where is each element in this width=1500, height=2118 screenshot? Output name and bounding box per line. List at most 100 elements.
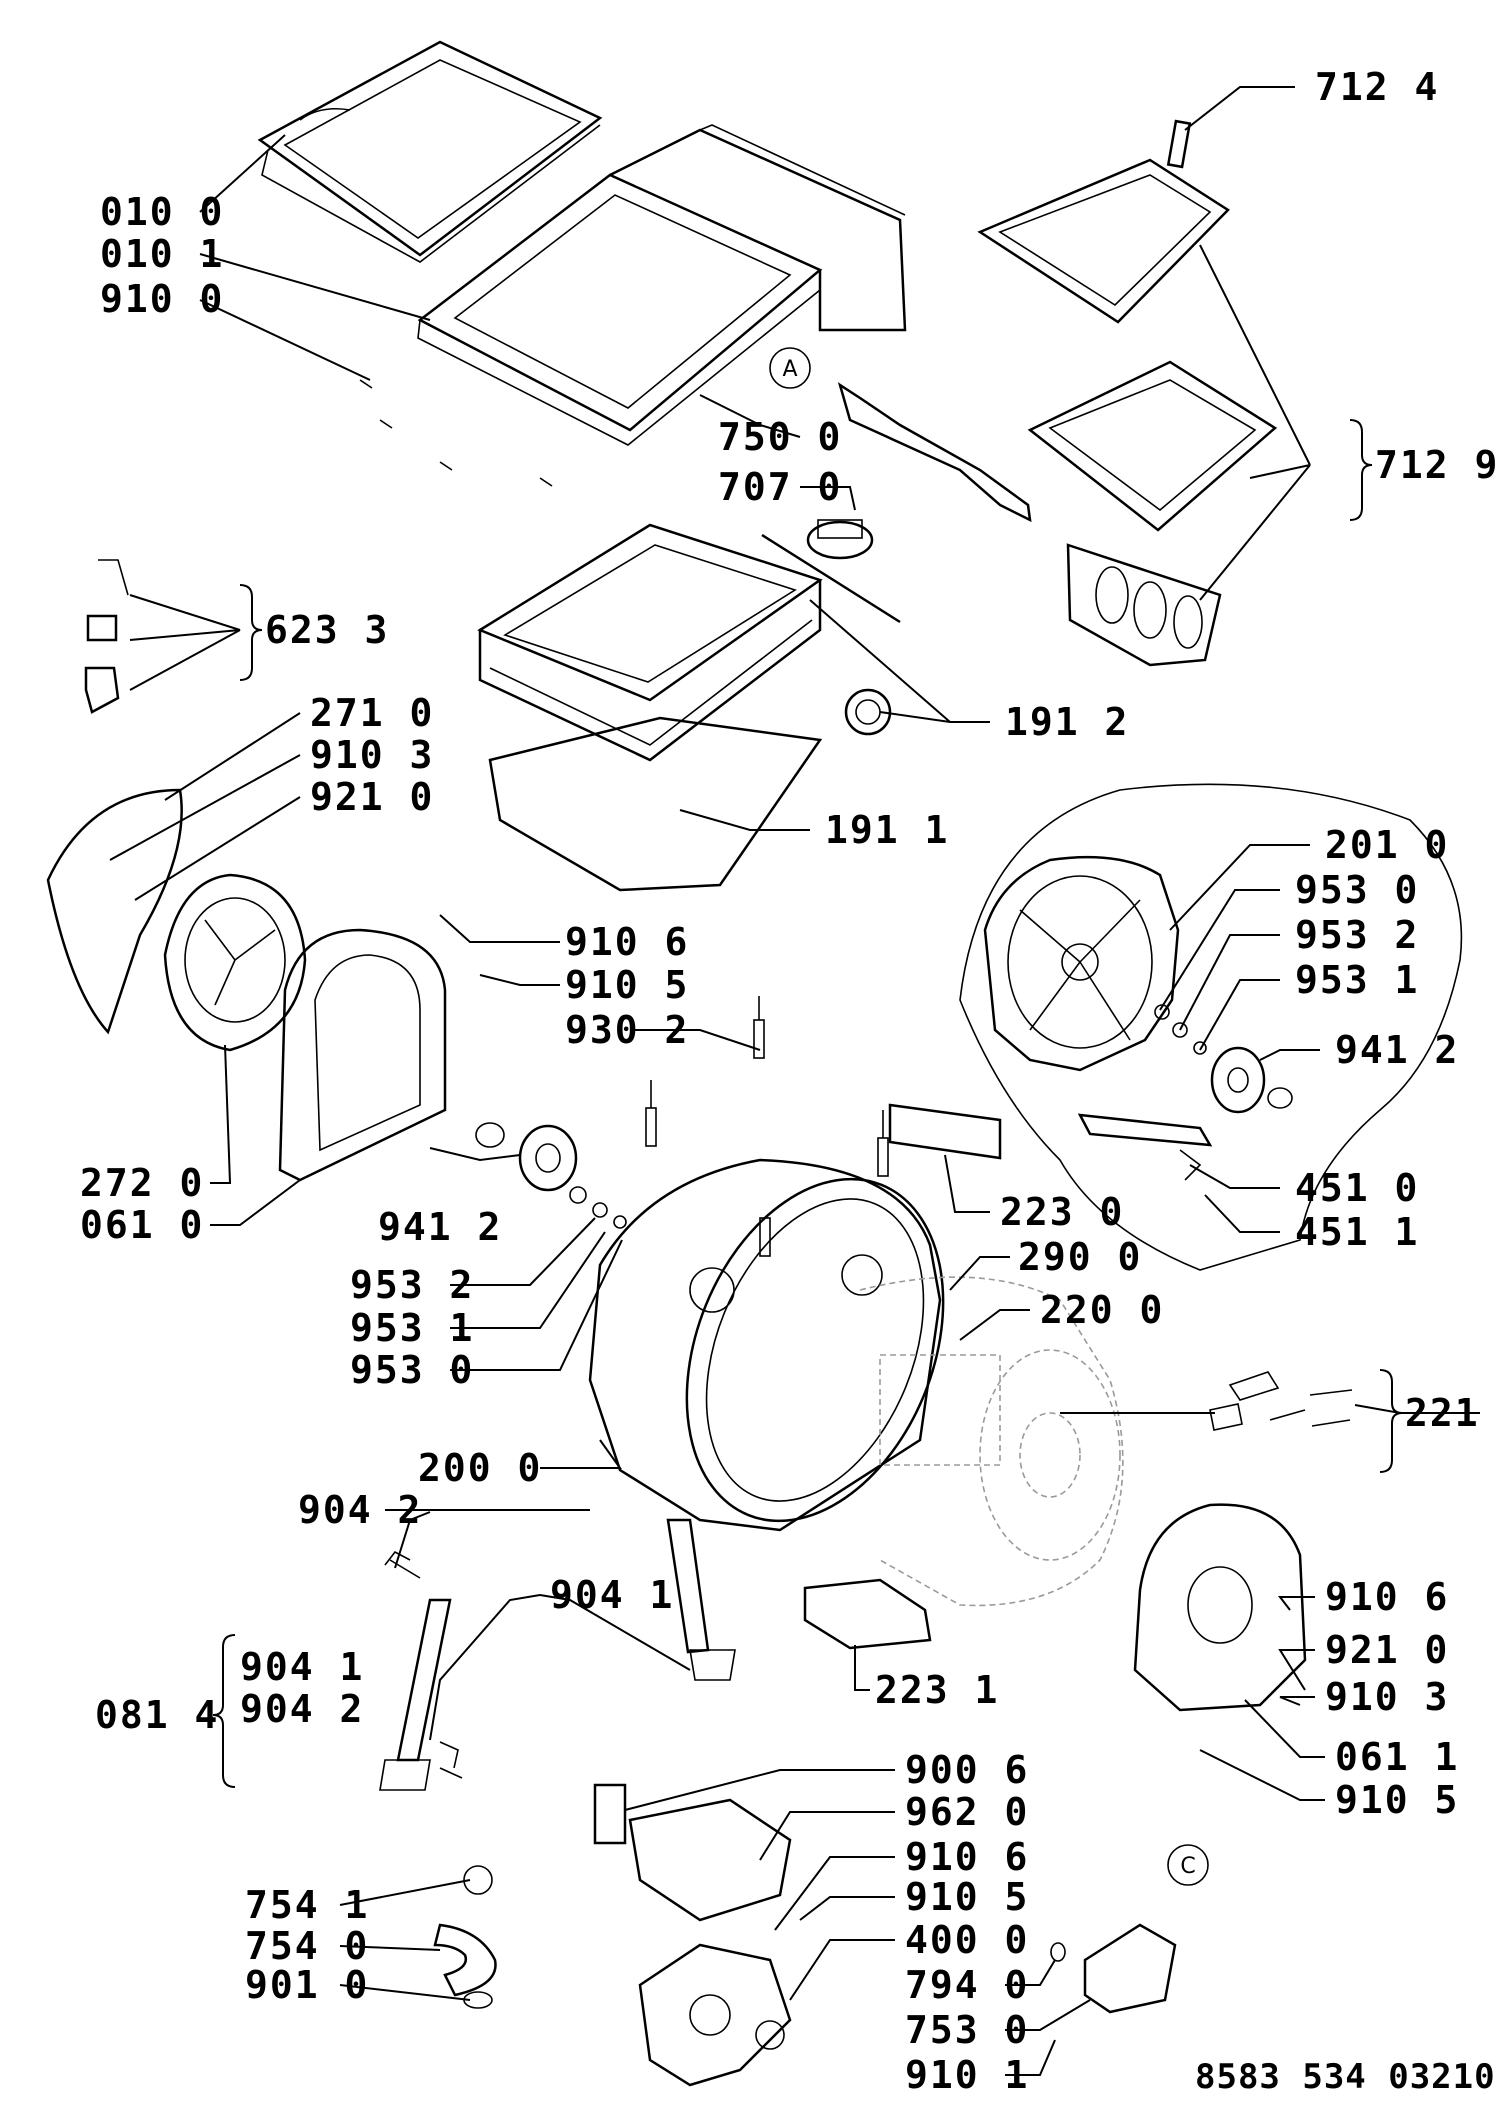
top-panel-part — [417, 124, 907, 446]
label-707-0: 707 0 — [718, 465, 842, 509]
label-901-0: 901 0 — [245, 1963, 369, 2007]
label-451-0: 451 0 — [1295, 1166, 1419, 1210]
left-pulley-part — [475, 1122, 578, 1192]
lid-frame-part — [257, 40, 603, 263]
braces — [212, 419, 1403, 1788]
right-pulley-part — [1154, 1004, 1293, 1114]
label-712-4: 712 4 — [1315, 65, 1439, 109]
left-washers-part — [569, 1186, 627, 1229]
label-910-6-bottom: 910 6 — [905, 1835, 1029, 1879]
label-953-0-left: 953 0 — [350, 1348, 474, 1392]
label-941-2-left: 941 2 — [378, 1205, 502, 1249]
label-272-0: 272 0 — [80, 1161, 204, 1205]
label-910-3-top: 910 3 — [310, 733, 434, 777]
small-oring-part — [1050, 1942, 1066, 1962]
label-010-1: 010 1 — [100, 232, 224, 276]
label-290-0: 290 0 — [1018, 1235, 1142, 1279]
label-910-3-right: 910 3 — [1325, 1675, 1449, 1719]
springs-part — [645, 996, 889, 1257]
outer-tub-ghost-part — [859, 1276, 1124, 1607]
label-201-0: 201 0 — [1325, 823, 1449, 867]
circle-callout-c-icon: C — [1167, 1844, 1209, 1886]
label-750-0: 750 0 — [718, 415, 842, 459]
label-200-0: 200 0 — [418, 1446, 542, 1490]
label-941-2-right: 941 2 — [1335, 1028, 1459, 1072]
label-953-2-left: 953 2 — [350, 1263, 474, 1307]
circle-callout-a-icon: A — [769, 347, 811, 389]
label-191-2: 191 2 — [1005, 700, 1129, 744]
rear-flange-part — [983, 855, 1180, 1072]
sump-part — [888, 1103, 1002, 1160]
label-061-1: 061 1 — [1335, 1735, 1459, 1779]
door-seal-part — [46, 788, 183, 1035]
label-010-0: 010 0 — [100, 190, 224, 234]
label-953-2-right: 953 2 — [1295, 913, 1419, 957]
label-910-5-bottom: 910 5 — [905, 1875, 1029, 1919]
level-switch-part — [1083, 1923, 1177, 2014]
document-number: 8583 534 03210 — [1195, 2057, 1496, 2097]
label-910-6-right: 910 6 — [1325, 1575, 1449, 1619]
label-921-0-top: 921 0 — [310, 775, 434, 819]
label-712-9: 712 9 — [1375, 443, 1499, 487]
label-904-2-group: 904 2 — [240, 1687, 364, 1731]
svg-text:C: C — [1180, 1854, 1195, 1879]
right-side-shield-part — [1133, 1503, 1307, 1712]
drain-pump-part — [638, 1943, 792, 2087]
dispenser-assembly-part — [977, 158, 1278, 667]
tub-part — [588, 1158, 945, 1532]
label-921-0-right: 921 0 — [1325, 1628, 1449, 1672]
rear-group-outline — [959, 783, 1463, 1271]
shock-absorbers-part — [379, 1518, 736, 1791]
label-910-1: 910 1 — [905, 2053, 1029, 2097]
svg-text:A: A — [782, 357, 797, 382]
label-953-0-right: 953 0 — [1295, 868, 1419, 912]
label-223-1: 223 1 — [875, 1668, 999, 1712]
bracket-part — [837, 382, 1032, 523]
label-904-1-group: 904 1 — [240, 1645, 364, 1689]
label-953-1-right: 953 1 — [1295, 958, 1419, 1002]
label-904-2-top: 904 2 — [298, 1488, 422, 1532]
label-191-1: 191 1 — [825, 808, 949, 852]
label-623-3: 623 3 — [265, 608, 389, 652]
pump-cover-part — [628, 1798, 792, 1922]
label-451-1: 451 1 — [1295, 1210, 1419, 1254]
label-904-1-top: 904 1 — [550, 1573, 674, 1617]
parts-drawing — [46, 40, 1463, 2087]
label-220-0: 220 0 — [1040, 1288, 1164, 1332]
hose-part — [433, 1923, 497, 1997]
label-910-6-left: 910 6 — [565, 920, 689, 964]
label-271-0: 271 0 — [310, 691, 434, 735]
hinge-pin-part — [1166, 119, 1192, 169]
screws-part — [359, 379, 553, 487]
label-754-1: 754 1 — [245, 1883, 369, 1927]
filter-part — [593, 1783, 627, 1845]
label-400-0: 400 0 — [905, 1918, 1029, 1962]
label-910-5-left: 910 5 — [565, 963, 689, 1007]
label-910-5-right: 910 5 — [1335, 1778, 1459, 1822]
lower-weight-part — [803, 1578, 932, 1650]
label-081-4: 081 4 — [95, 1693, 219, 1737]
part-labels: 712 4 010 0 010 1 910 0 750 0 707 0 712 … — [80, 65, 1500, 2097]
heater-element-part — [1077, 1113, 1213, 1181]
label-754-0: 754 0 — [245, 1924, 369, 1968]
tub-top-ring-part — [477, 523, 901, 762]
label-794-0: 794 0 — [905, 1963, 1029, 2007]
heater-terminals-part — [1209, 1371, 1353, 1431]
leader-lines — [109, 86, 1480, 2076]
label-910-0: 910 0 — [100, 277, 224, 321]
label-753-0: 753 0 — [905, 2008, 1029, 2052]
label-221-1: 221 1 — [1405, 1391, 1500, 1435]
label-930-2: 930 2 — [565, 1008, 689, 1052]
label-962-0: 962 0 — [905, 1790, 1029, 1834]
left-flange-part — [163, 873, 307, 1052]
label-900-6: 900 6 — [905, 1748, 1029, 1792]
flap-part — [488, 716, 823, 892]
pressure-switch-part — [806, 519, 874, 560]
left-side-shield-part — [278, 928, 447, 1182]
lid-lock-switch-part — [84, 559, 129, 714]
label-061-0: 061 0 — [80, 1203, 204, 1247]
label-223-0: 223 0 — [1000, 1190, 1124, 1234]
ball-valve-part — [463, 1865, 493, 1895]
label-953-1-left: 953 1 — [350, 1306, 474, 1350]
